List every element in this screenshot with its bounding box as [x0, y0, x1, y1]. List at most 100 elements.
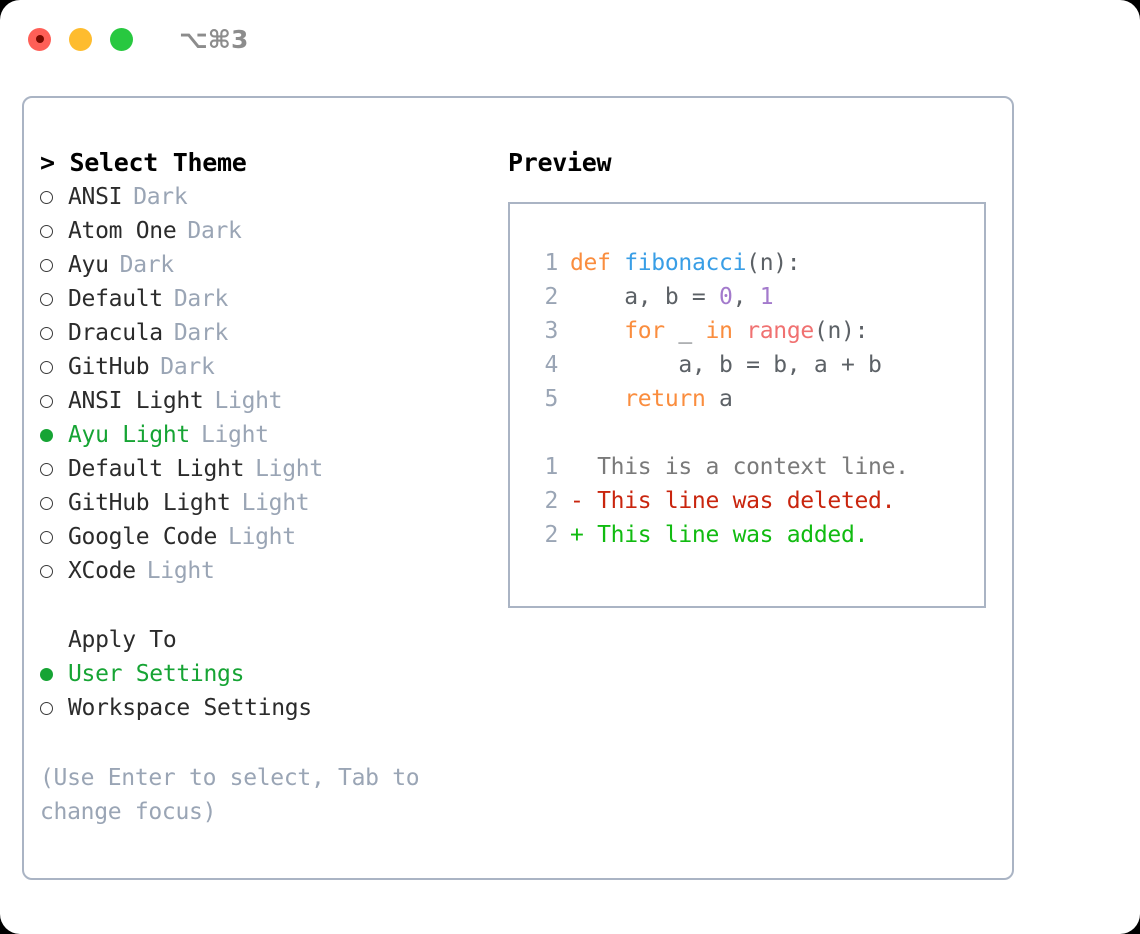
code-line: 1 def fibonacci(n): — [524, 246, 984, 280]
code-spacer — [524, 416, 984, 450]
code-line: 3 for _ in range(n): — [524, 314, 984, 348]
apply-to-option-workspace-settings[interactable]: Workspace Settings — [40, 691, 496, 725]
theme-option-label: ANSI Light — [68, 388, 204, 414]
radio-unselected-icon[interactable] — [40, 555, 68, 589]
radio-unselected-icon[interactable] — [40, 385, 68, 419]
maximize-button-icon[interactable] — [110, 27, 133, 51]
radio-glyph — [40, 497, 53, 510]
theme-option-label: Default — [68, 286, 163, 312]
code-line-content: def fibonacci(n): — [570, 246, 801, 280]
code-token-plain — [733, 318, 747, 344]
radio-glyph — [40, 361, 53, 374]
theme-option-label: Ayu — [68, 252, 109, 278]
radio-unselected-icon[interactable] — [40, 283, 68, 317]
radio-unselected-icon[interactable] — [40, 692, 68, 726]
diff-line-content: + This line was added. — [570, 522, 869, 548]
radio-unselected-icon[interactable] — [40, 181, 68, 215]
theme-option-ansi-light[interactable]: ANSI Light Light — [40, 384, 496, 418]
code-token-kw: for — [624, 318, 665, 344]
code-token-punct: (n): — [746, 250, 801, 276]
code-token-num: 1 — [759, 284, 774, 310]
line-number: 1 — [544, 250, 558, 276]
code-token-plain: a, b = — [570, 284, 720, 310]
keyboard-hint-text: (Use Enter to select, Tab to change focu… — [40, 765, 420, 825]
code-token-plain — [570, 318, 624, 344]
theme-option-badge: Light — [214, 388, 283, 414]
code-line: 4 a, b = b, a + b — [524, 348, 984, 382]
radio-glyph — [40, 531, 53, 544]
close-focus-dot — [35, 35, 44, 43]
traffic-light-group — [28, 27, 133, 51]
radio-selected-icon[interactable] — [40, 419, 68, 453]
theme-option-badge: Light — [228, 524, 296, 550]
radio-unselected-icon[interactable] — [40, 317, 68, 351]
theme-option-github[interactable]: GitHub Dark — [40, 350, 496, 384]
radio-unselected-icon[interactable] — [40, 521, 68, 555]
theme-option-badge: Dark — [187, 218, 242, 244]
code-line: 2 a, b = 0, 1 — [524, 280, 984, 314]
radio-unselected-icon[interactable] — [40, 351, 68, 385]
line-number: 1 — [544, 454, 558, 480]
code-token-num: 0 — [719, 284, 733, 310]
minimize-button-icon[interactable] — [69, 27, 92, 51]
apply-to-option-user-settings[interactable]: User Settings — [40, 657, 496, 691]
radio-glyph — [40, 702, 53, 715]
radio-unselected-icon[interactable] — [40, 249, 68, 283]
theme-option-label: XCode — [68, 558, 136, 584]
theme-option-default[interactable]: Default Dark — [40, 282, 496, 316]
radio-glyph — [40, 463, 53, 476]
diff-line-ctx: 1 This is a context line. — [524, 450, 984, 484]
theme-option-label: GitHub — [68, 354, 150, 380]
diff-line-add: 2 + This line was added. — [524, 518, 984, 552]
radio-glyph — [40, 293, 53, 306]
keyboard-shortcut-label: ⌥⌘3 — [179, 24, 249, 54]
line-number: 3 — [544, 318, 558, 344]
theme-option-badge: Dark — [160, 354, 215, 380]
radio-glyph — [40, 395, 53, 408]
code-token-plain: , — [732, 284, 760, 310]
code-token-kw: def — [570, 250, 625, 276]
line-number: 4 — [544, 352, 558, 378]
code-line: 5 return a — [524, 382, 984, 416]
theme-option-ayu-light[interactable]: Ayu Light Light — [40, 418, 496, 452]
radio-glyph — [40, 668, 53, 681]
radio-selected-icon[interactable] — [40, 658, 68, 692]
code-token-plain: _ — [664, 318, 706, 344]
code-line-content: for _ in range(n): — [570, 314, 868, 348]
close-button-icon[interactable] — [28, 27, 51, 51]
theme-option-label: Ayu Light — [68, 422, 190, 448]
theme-option-label: Dracula — [68, 320, 163, 346]
theme-option-badge: Dark — [119, 252, 175, 278]
diff-line-del: 2- This line was deleted. — [524, 484, 984, 518]
radio-unselected-icon[interactable] — [40, 453, 68, 487]
theme-option-badge: Dark — [173, 286, 229, 312]
line-number: 2 — [544, 522, 558, 548]
theme-option-badge: Light — [200, 422, 269, 448]
code-line-content: a, b = b, a + b — [570, 348, 882, 382]
radio-unselected-icon[interactable] — [40, 215, 68, 249]
apply-to-heading: Apply To — [68, 627, 177, 653]
theme-option-badge: Light — [255, 456, 323, 482]
radio-unselected-icon[interactable] — [40, 487, 68, 521]
apply-to-option-label: Workspace Settings — [68, 695, 312, 721]
theme-option-label: ANSI — [68, 184, 123, 210]
radio-glyph — [40, 225, 53, 238]
theme-option-ayu[interactable]: Ayu Dark — [40, 248, 496, 282]
